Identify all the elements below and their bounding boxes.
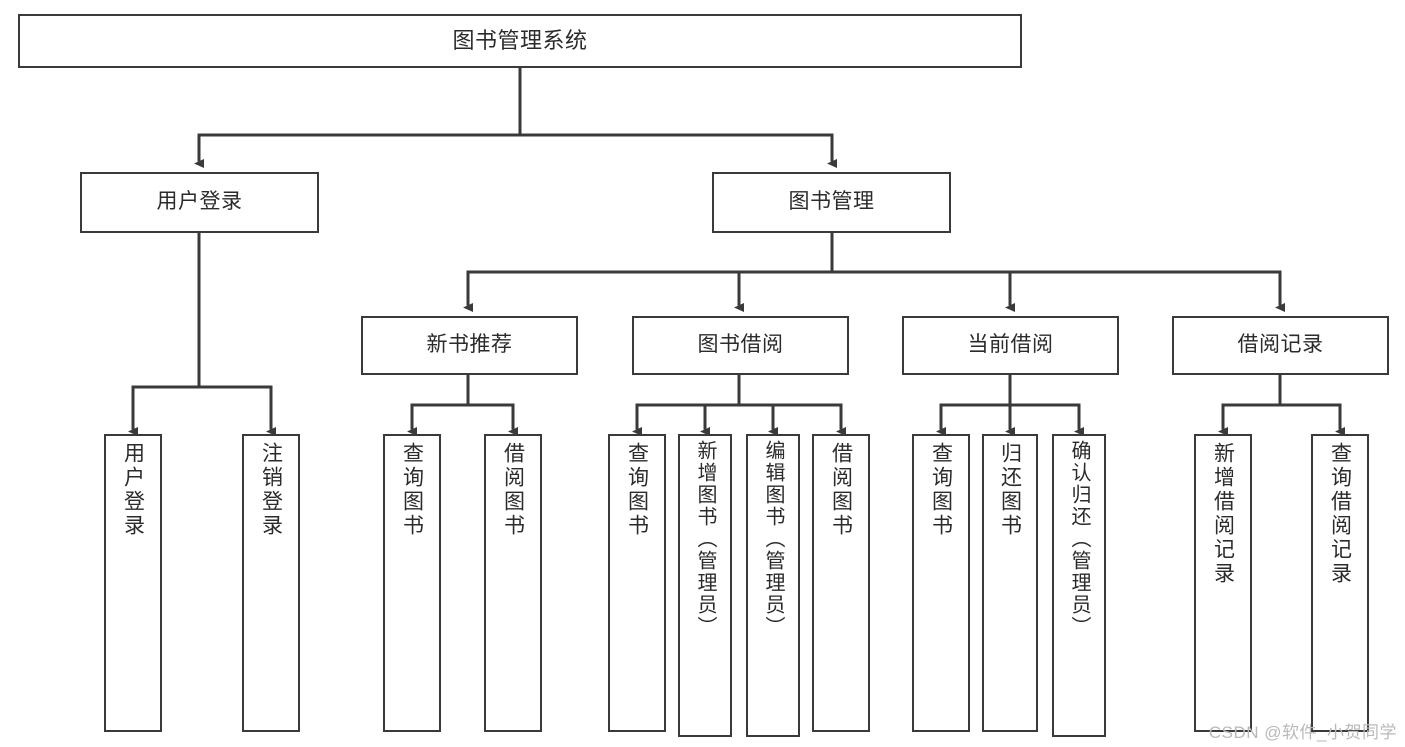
leaf-current-query-book[interactable]: 查询图书 <box>912 434 970 732</box>
node-label: 归还图书 <box>998 442 1022 538</box>
leaf-newbook-borrow-book[interactable]: 借阅图书 <box>484 434 542 732</box>
leaf-user-login-signout[interactable]: 注销登录 <box>242 434 300 732</box>
node-borrowing-record[interactable]: 借阅记录 <box>1172 316 1389 375</box>
node-label: 查询借阅记录 <box>1328 442 1352 586</box>
node-label: 注销登录 <box>259 442 283 538</box>
leaf-current-confirm-return-admin[interactable]: 确认归还（管理员） <box>1052 434 1106 737</box>
node-book-borrowing[interactable]: 图书借阅 <box>632 316 849 375</box>
csdn-watermark: CSDN @软件_小贺同学 <box>1208 723 1397 742</box>
leaf-borrow-add-book-admin[interactable]: 新增图书（管理员） <box>678 434 732 737</box>
node-label: 图书管理系统 <box>452 28 588 54</box>
leaf-borrow-query-book[interactable]: 查询图书 <box>608 434 666 732</box>
leaf-newbook-query-book[interactable]: 查询图书 <box>383 434 441 732</box>
node-label: 借阅图书 <box>501 442 525 538</box>
node-user-login[interactable]: 用户登录 <box>80 172 319 233</box>
leaf-current-return-book[interactable]: 归还图书 <box>982 434 1038 732</box>
leaf-record-add-record[interactable]: 新增借阅记录 <box>1194 434 1252 732</box>
node-root-book-management-system[interactable]: 图书管理系统 <box>18 14 1022 68</box>
node-label: 用户登录 <box>121 442 145 538</box>
node-label: 编辑图书（管理员） <box>762 440 784 638</box>
node-label: 用户登录 <box>156 190 243 214</box>
node-label: 查询图书 <box>400 442 424 538</box>
node-label: 查询图书 <box>625 442 649 538</box>
node-label: 借阅记录 <box>1237 333 1324 357</box>
node-label: 确认归还（管理员） <box>1068 440 1090 638</box>
node-label: 新增借阅记录 <box>1211 442 1235 586</box>
node-current-borrowing[interactable]: 当前借阅 <box>902 316 1119 375</box>
node-new-book-recommendation[interactable]: 新书推荐 <box>361 316 578 375</box>
leaf-borrow-borrow-book[interactable]: 借阅图书 <box>812 434 870 732</box>
node-label: 新增图书（管理员） <box>694 440 716 638</box>
leaf-borrow-edit-book-admin[interactable]: 编辑图书（管理员） <box>746 434 800 737</box>
node-label: 当前借阅 <box>967 333 1054 357</box>
node-label: 图书借阅 <box>697 333 784 357</box>
leaf-user-login-signin[interactable]: 用户登录 <box>104 434 162 732</box>
leaf-record-query-record[interactable]: 查询借阅记录 <box>1311 434 1369 732</box>
node-label: 新书推荐 <box>426 333 513 357</box>
node-label: 查询图书 <box>929 442 953 538</box>
node-label: 图书管理 <box>788 190 875 214</box>
node-label: 借阅图书 <box>829 442 853 538</box>
node-book-management[interactable]: 图书管理 <box>712 172 951 233</box>
